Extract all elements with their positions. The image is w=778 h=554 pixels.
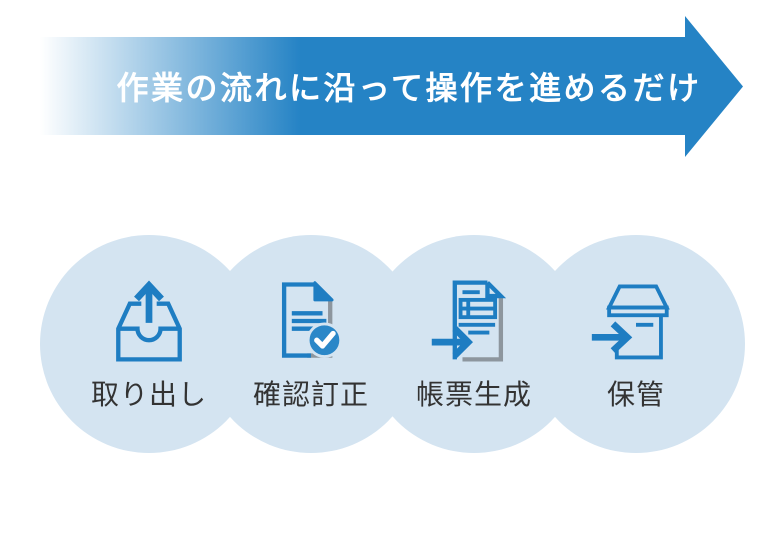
step-label: 確認訂正 — [252, 379, 369, 410]
storage-box-arrow-icon — [591, 284, 670, 360]
step-label: 帳票生成 — [415, 379, 532, 410]
inbox-up-arrow-icon — [116, 280, 182, 362]
document-generate-arrow-icon — [431, 280, 507, 362]
step-circle-hokan: 保管 — [527, 235, 745, 453]
banner-title: 作業の流れに沿って操作を進めるだけ — [116, 70, 702, 106]
workflow-banner: 作業の流れに沿って操作を進めるだけ — [0, 0, 778, 180]
step-circle-kakunin: 確認訂正 — [202, 235, 420, 453]
step-circle-toridashi: 取り出し — [40, 235, 258, 453]
document-check-icon — [281, 281, 343, 358]
banner-arrow-shape — [40, 16, 743, 157]
step-label: 取り出し — [90, 379, 207, 410]
step-label: 保管 — [606, 379, 665, 410]
